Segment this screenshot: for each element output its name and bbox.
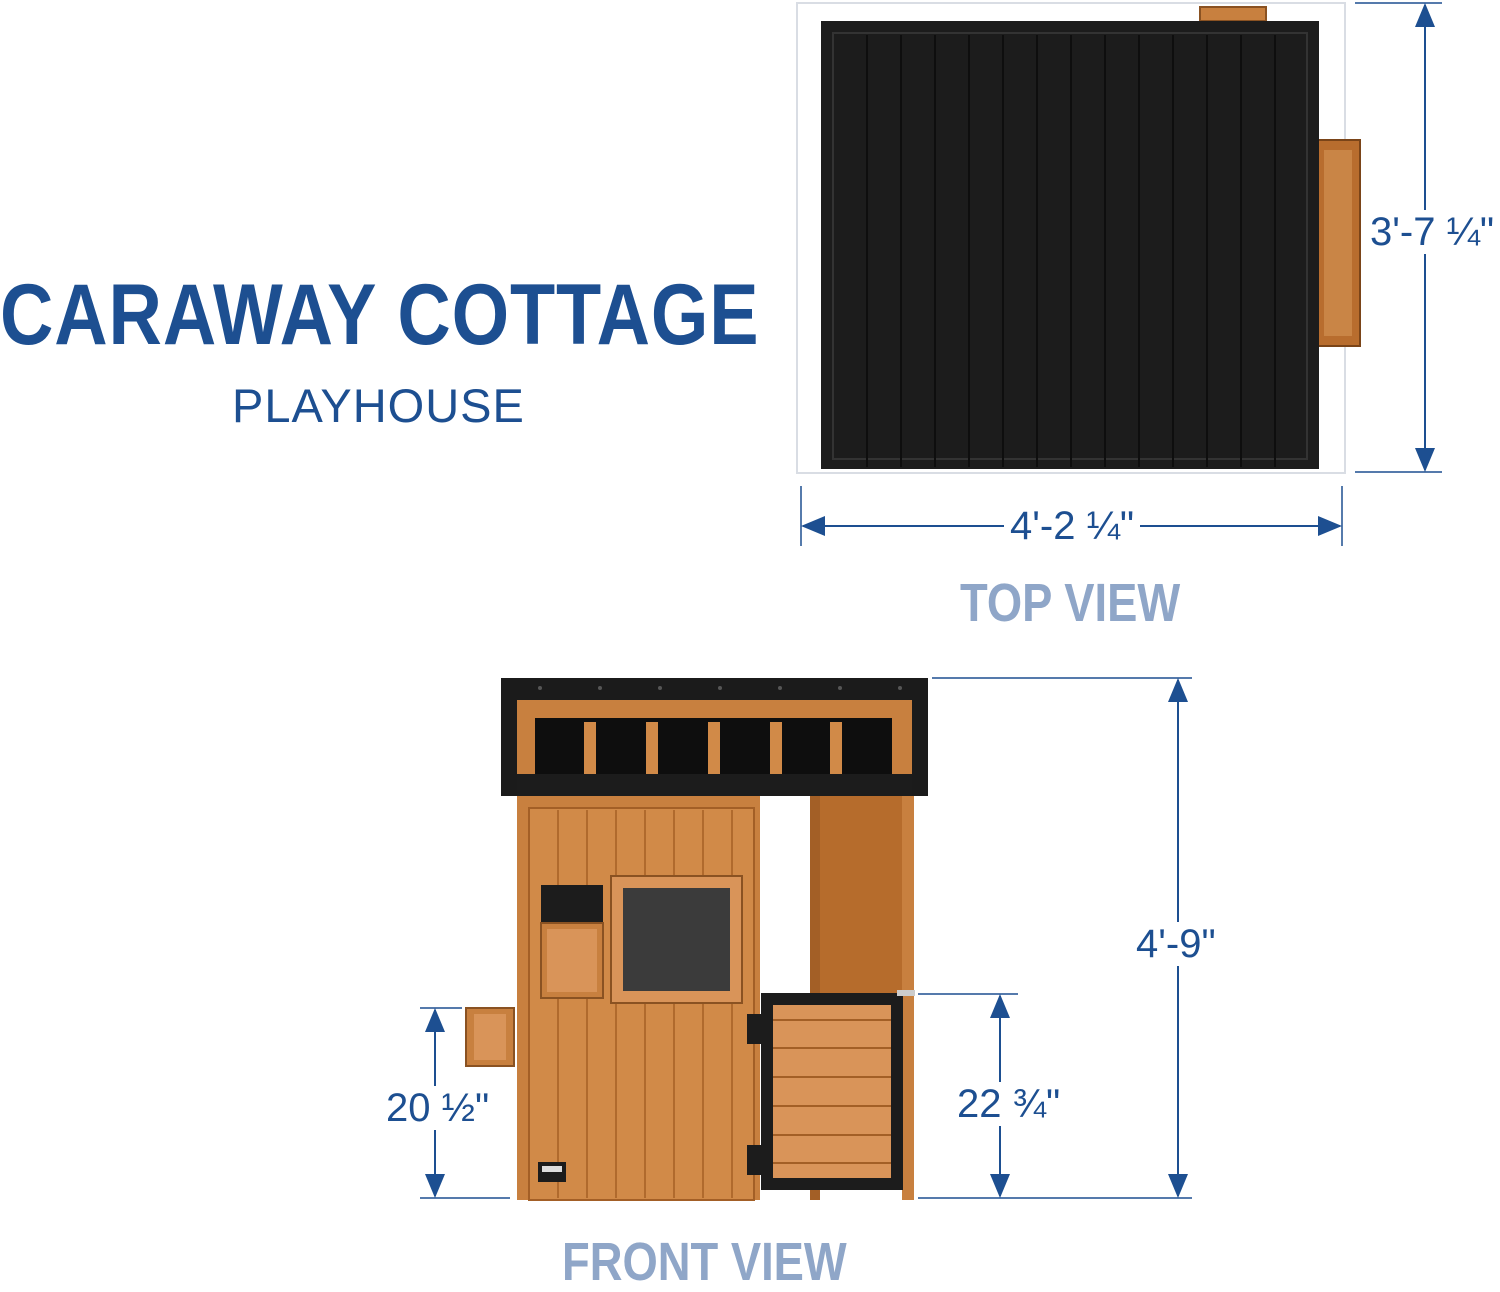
front-view-drawing: [420, 677, 1192, 1201]
product-title: CARAWAY COTTAGE: [0, 267, 760, 363]
top-view-width-label: 4'-2 ¼": [1004, 506, 1141, 546]
top-view-depth-label: 3'-7 ¼": [1370, 210, 1495, 254]
front-view-planter-height-label: 20 ½": [386, 1086, 490, 1130]
top-view-label: TOP VIEW: [960, 573, 1181, 633]
top-view-drawing: [796, 2, 1442, 546]
product-subtitle: PLAYHOUSE: [232, 379, 525, 432]
front-view-label: FRONT VIEW: [562, 1232, 847, 1292]
front-view-height-label: 4'-9": [1136, 922, 1216, 966]
front-view-door-height-label: 22 ¾": [957, 1082, 1061, 1126]
